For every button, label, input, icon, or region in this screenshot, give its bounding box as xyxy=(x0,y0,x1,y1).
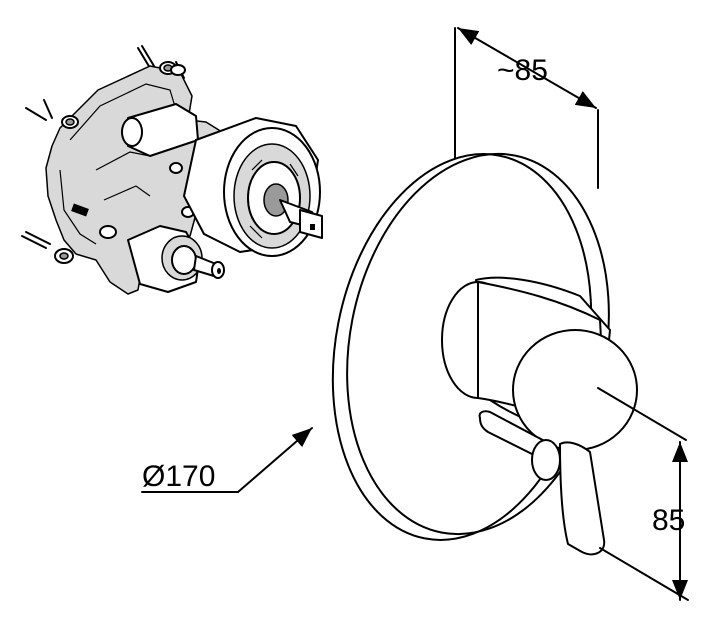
height-label: 85 xyxy=(652,504,685,537)
depth-dimension: ~85 xyxy=(457,27,597,109)
height-extension-line-bottom xyxy=(599,547,689,601)
handle-end-face xyxy=(512,329,638,451)
diameter-dimension: Ø170 xyxy=(141,427,313,493)
depth-dimension-line xyxy=(457,27,597,109)
diameter-leader-arrow xyxy=(237,427,313,493)
handle-body xyxy=(441,276,638,451)
spindle xyxy=(279,199,323,239)
lower-nut xyxy=(127,225,225,293)
trim-assembly xyxy=(331,27,638,556)
concealed-valve-body xyxy=(21,45,323,295)
cartridge xyxy=(183,117,321,257)
height-dimension: 85 xyxy=(597,387,689,601)
lever xyxy=(478,410,606,556)
diameter-label: Ø170 xyxy=(142,460,215,493)
label-plate xyxy=(71,203,89,217)
depth-label: ~85 xyxy=(497,54,548,87)
height-extension-line-top xyxy=(597,387,687,441)
